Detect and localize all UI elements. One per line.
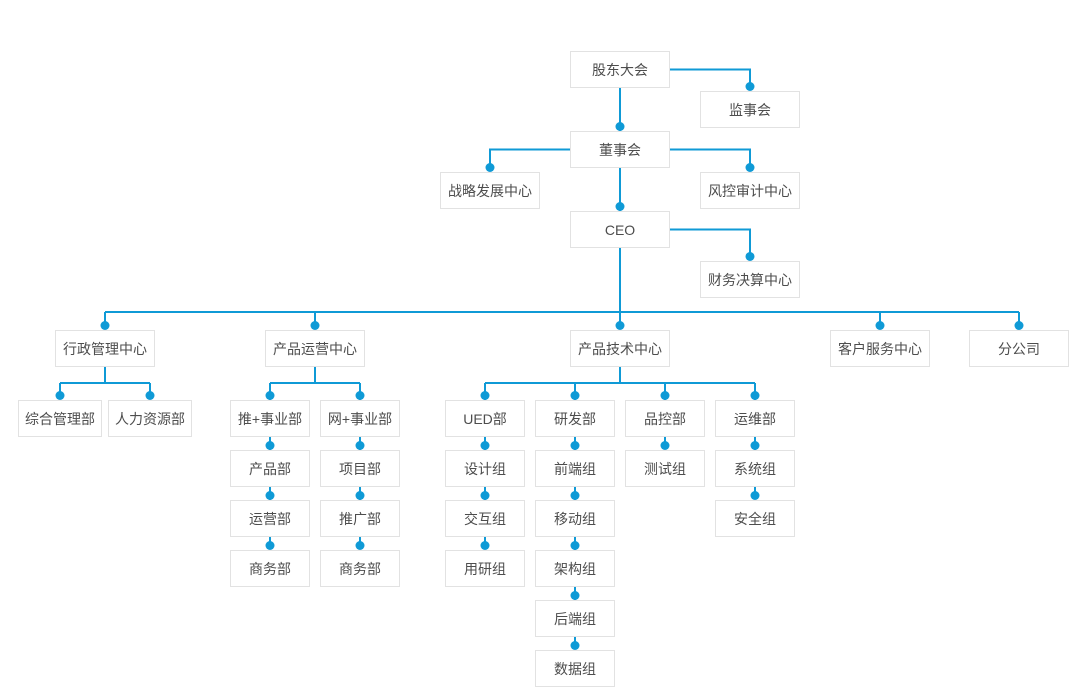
org-node-architecture-group: 架构组 [535, 550, 615, 587]
org-node-tech-center: 产品技术中心 [570, 330, 670, 367]
org-node-system-group: 系统组 [715, 450, 795, 487]
org-node-mobile-group: 移动组 [535, 500, 615, 537]
org-node-backend-group: 后端组 [535, 600, 615, 637]
org-node-finance-center: 财务决算中心 [700, 261, 800, 298]
org-node-admin-center: 行政管理中心 [55, 330, 155, 367]
org-node-operation-dept: 运营部 [230, 500, 310, 537]
org-node-data-group: 数据组 [535, 650, 615, 687]
org-node-ops-center: 产品运营中心 [265, 330, 365, 367]
org-node-strategy-center: 战略发展中心 [440, 172, 540, 209]
org-node-branch-company: 分公司 [969, 330, 1069, 367]
org-node-shareholders-meeting: 股东大会 [570, 51, 670, 88]
org-node-testing-group: 测试组 [625, 450, 705, 487]
org-node-ued-dept: UED部 [445, 400, 525, 437]
org-node-project-dept: 项目部 [320, 450, 400, 487]
org-node-hr-dept: 人力资源部 [108, 400, 192, 437]
org-node-promotion-dept: 推广部 [320, 500, 400, 537]
org-node-security-group: 安全组 [715, 500, 795, 537]
org-node-wang-division: 网+事业部 [320, 400, 400, 437]
org-node-business-dept-2: 商务部 [320, 550, 400, 587]
org-node-ceo: CEO [570, 211, 670, 248]
org-node-risk-audit-center: 风控审计中心 [700, 172, 800, 209]
org-node-general-mgmt-dept: 综合管理部 [18, 400, 102, 437]
org-node-tui-division: 推+事业部 [230, 400, 310, 437]
connector-dots [55, 82, 1024, 650]
org-node-service-center: 客户服务中心 [830, 330, 930, 367]
org-node-qc-dept: 品控部 [625, 400, 705, 437]
org-node-design-group: 设计组 [445, 450, 525, 487]
org-node-frontend-group: 前端组 [535, 450, 615, 487]
org-node-om-dept: 运维部 [715, 400, 795, 437]
org-node-interaction-group: 交互组 [445, 500, 525, 537]
org-node-rd-dept: 研发部 [535, 400, 615, 437]
org-node-user-research-group: 用研组 [445, 550, 525, 587]
org-node-business-dept-1: 商务部 [230, 550, 310, 587]
org-node-board-of-directors: 董事会 [570, 131, 670, 168]
org-node-supervisory-board: 监事会 [700, 91, 800, 128]
org-node-product-dept: 产品部 [230, 450, 310, 487]
